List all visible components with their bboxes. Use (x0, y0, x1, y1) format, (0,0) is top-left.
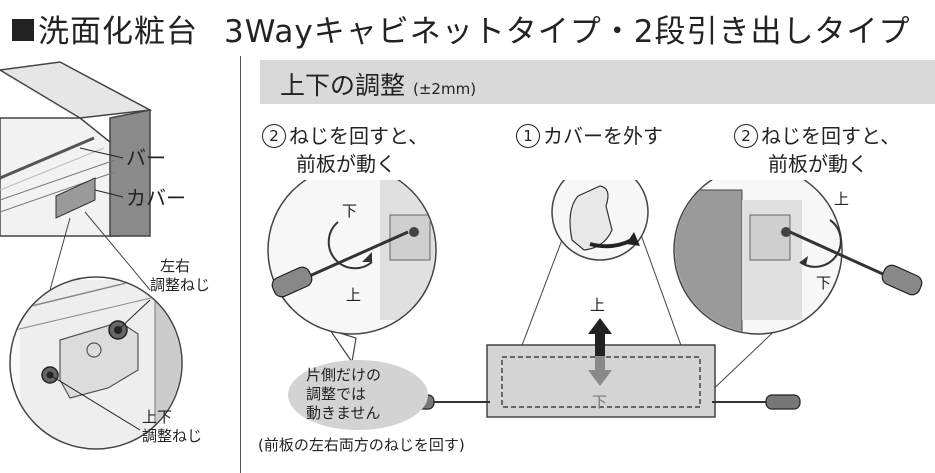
column-divider (240, 56, 241, 473)
adjustment-illustration (267, 180, 923, 418)
cover-label: カバー (126, 186, 186, 210)
title-sub: 3Wayキャビネットタイプ・2段引き出しタイプ (224, 14, 911, 50)
bottom-note: (前板の左右両方のねじを回す) (258, 436, 465, 454)
lr-adjust-label-2: 調整ねじ (150, 276, 211, 294)
right-down-label: 下 (816, 274, 832, 292)
note-text: 片側だけの 調整では 動きません (306, 366, 382, 422)
tolerance-text: (±2mm) (413, 80, 477, 98)
left-up-label: 上 (346, 286, 362, 304)
step-left-number: 2 (262, 124, 286, 148)
title-main: 洗面化粧台 (38, 14, 198, 50)
lr-adjust-label-1: 左右 (160, 257, 191, 275)
step-right-number: 2 (734, 124, 758, 148)
bar-label: バー (126, 146, 166, 170)
ud-adjust-label-2: 調整ねじ (142, 427, 203, 445)
center-up-label: 上 (590, 296, 606, 314)
cabinet-overview-illustration (0, 61, 183, 450)
square-bullet-icon (12, 19, 34, 41)
ud-adjust-label-1: 上下 (142, 408, 173, 426)
section-band (260, 60, 935, 104)
right-up-label: 上 (834, 190, 850, 208)
step-right-line2: 前板が動く (768, 152, 868, 176)
section-heading: 上下の調整 (±2mm) (280, 66, 476, 102)
page-title: 洗面化粧台 3Wayキャビネットタイプ・2段引き出しタイプ (12, 6, 910, 51)
left-down-label: 下 (342, 202, 358, 220)
note-bubble (288, 360, 428, 430)
step-center-number: 1 (516, 124, 540, 148)
center-down-label: 下 (592, 393, 608, 411)
section-heading-text: 上下の調整 (280, 71, 406, 100)
step-left-line2: 前板が動く (296, 152, 396, 176)
